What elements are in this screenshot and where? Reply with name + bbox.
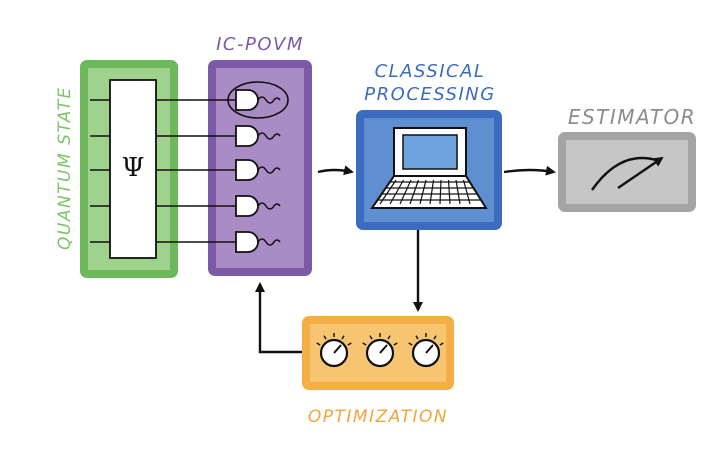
classical-label-line2: PROCESSING [364, 84, 495, 105]
state-to-povm-wires [156, 99, 236, 243]
knob-icon [408, 333, 444, 368]
optimization-block [302, 316, 454, 390]
detectors [235, 89, 281, 253]
knob-icon [316, 333, 352, 368]
knob-icon [362, 333, 398, 368]
arrow-optimization-to-povm [255, 282, 302, 354]
meter-icon [591, 156, 664, 191]
quantum-state-block: Ψ [80, 60, 178, 278]
detector-icon [235, 231, 281, 253]
estimator-label: ESTIMATOR [568, 105, 696, 129]
estimator-block [558, 132, 696, 212]
detector-icon [235, 159, 281, 181]
estimator-box [558, 132, 696, 212]
ic-povm-block [208, 60, 312, 276]
knobs [316, 333, 444, 368]
detector-icon [235, 89, 281, 111]
arrow-processing-to-estimator [503, 165, 556, 176]
quantum-state-label: QUANTUM STATE [55, 86, 75, 250]
detector-icon [235, 125, 281, 147]
arrow-povm-to-processing [317, 165, 354, 176]
input-wires [90, 99, 110, 243]
flow-arrows [255, 165, 556, 354]
classical-processing-block [356, 110, 502, 230]
classical-label-line1: CLASSICAL [375, 61, 486, 82]
detector-icon [235, 195, 281, 217]
ic-povm-label: IC-POVM [216, 34, 304, 55]
psi-symbol: Ψ [122, 153, 145, 183]
optimization-label: OPTIMIZATION [308, 407, 448, 427]
psi-register [109, 79, 157, 259]
laptop-icon [370, 127, 488, 209]
